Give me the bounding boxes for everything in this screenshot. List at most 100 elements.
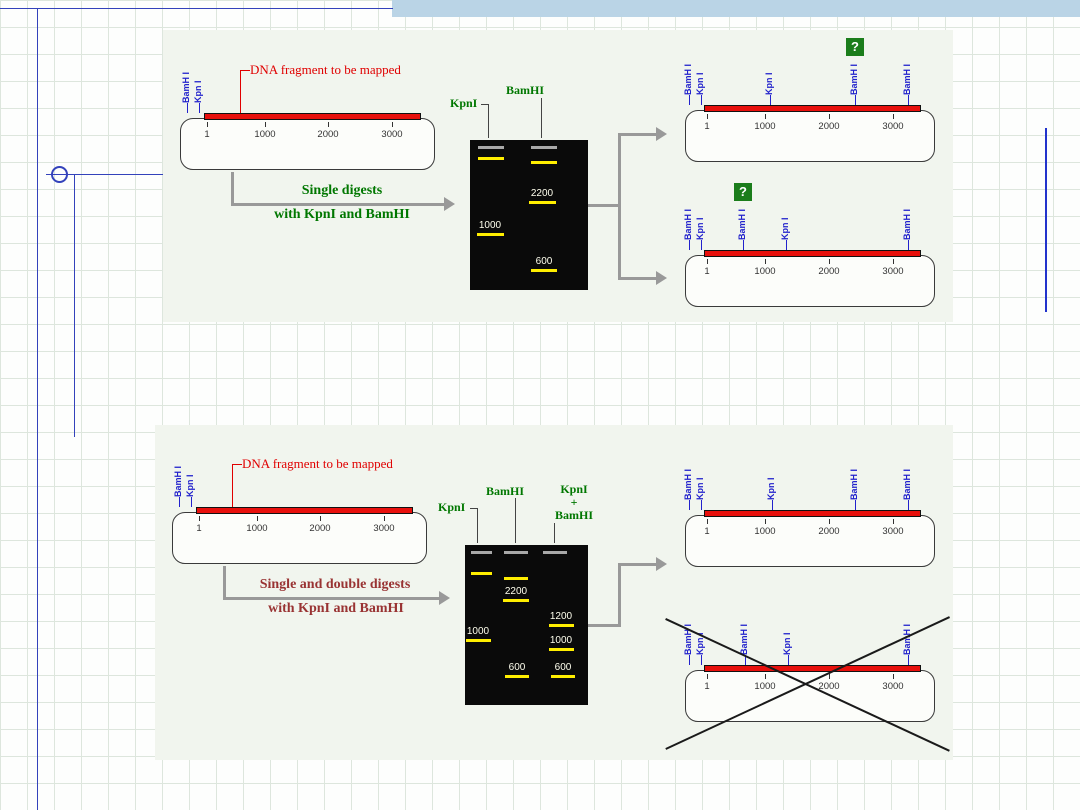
- digest-arrow-head: [444, 197, 455, 211]
- ruler-tick-label: 1000: [754, 121, 776, 132]
- enzyme-site-tick: [701, 240, 702, 250]
- restriction-map: [685, 255, 935, 307]
- ruler-tick: [765, 114, 766, 119]
- restriction-map: [180, 118, 435, 170]
- enzyme-site-tick: [689, 500, 690, 510]
- gel-band-size-label: 1000: [549, 635, 573, 646]
- ruler-tick-label: 3000: [882, 526, 904, 537]
- ruler-tick: [765, 519, 766, 524]
- dna-fragment-bar: [704, 665, 921, 672]
- enzyme-site-tick: [701, 95, 702, 105]
- enzyme-site-label: BamH I: [173, 465, 183, 497]
- gel-band-size-label: 1000: [466, 626, 490, 637]
- enzyme-site-tick: [689, 240, 690, 250]
- gel-photo: [470, 140, 588, 290]
- result-arrow-line: [618, 133, 656, 136]
- ruler-tick-label: 3000: [373, 523, 395, 534]
- gel-band-size-label: 1200: [549, 611, 573, 622]
- gel-band-size-label: 600: [508, 662, 526, 673]
- gel-band: [531, 269, 557, 272]
- enzyme-site-label: Kpn I: [695, 217, 705, 241]
- gel-band: [529, 201, 556, 204]
- gel-lane-pointer-line: [515, 498, 516, 543]
- ruler-tick: [257, 516, 258, 521]
- enzyme-site-tick: [191, 497, 192, 507]
- ruler-tick: [707, 674, 708, 679]
- gel-band: [531, 161, 557, 164]
- result-arrow-line: [618, 133, 621, 280]
- ruler-tick-label: 1000: [754, 681, 776, 692]
- gel-well: [531, 146, 557, 149]
- ruler-tick: [829, 114, 830, 119]
- digest-arrow-horizontal: [231, 203, 444, 206]
- ruler-tick: [893, 259, 894, 264]
- digest-arrow-vertical: [223, 566, 226, 599]
- restriction-map: [685, 670, 935, 722]
- enzyme-site-tick: [908, 240, 909, 250]
- ruler-tick-label: 1: [704, 266, 710, 277]
- gel-band-size-label: 2200: [504, 586, 528, 597]
- dna-fragment-bar: [204, 113, 421, 120]
- gel-well: [504, 551, 528, 554]
- enzyme-site-tick: [701, 655, 702, 665]
- dna-fragment-bar: [704, 250, 921, 257]
- gel-lane-pointer-elbow: [481, 104, 489, 105]
- ruler-tick-label: 1000: [754, 266, 776, 277]
- gel-lane-label: BamHI: [486, 484, 525, 498]
- ruler-tick: [829, 674, 830, 679]
- result-arrow-line: [588, 624, 618, 627]
- enzyme-site-label: BamH I: [683, 63, 693, 95]
- gel-well: [478, 146, 504, 149]
- template-top-line: [0, 8, 393, 9]
- gel-lane-label: BamHI: [506, 83, 545, 97]
- digest-arrow-vertical: [231, 172, 234, 205]
- dna-callout-line: [232, 464, 233, 507]
- ruler-tick: [328, 122, 329, 127]
- dna-callout-line: [240, 70, 241, 113]
- ruler-tick: [320, 516, 321, 521]
- result-arrow-head: [656, 271, 667, 285]
- restriction-map: [172, 512, 427, 564]
- ruler-tick: [392, 122, 393, 127]
- ruler-tick-label: 3000: [882, 266, 904, 277]
- ruler-tick-label: 1000: [246, 523, 268, 534]
- digest-caption-line1: Single and double digests: [259, 577, 411, 592]
- dna-callout-label: DNA fragment to be mapped: [250, 62, 401, 77]
- gel-band-size-label: 600: [554, 662, 572, 673]
- template-left-rule: [37, 8, 38, 810]
- enzyme-site-tick: [689, 655, 690, 665]
- gel-lane-label: KpnI: [450, 96, 478, 110]
- ruler-tick-label: 3000: [882, 681, 904, 692]
- dna-callout-corner: [232, 464, 242, 465]
- question-mark-badge: ?: [846, 38, 864, 56]
- ruler-tick: [829, 519, 830, 524]
- question-mark-badge: ?: [734, 183, 752, 201]
- result-arrow-line: [618, 277, 656, 280]
- ruler-tick-label: 1000: [754, 526, 776, 537]
- result-arrow-head: [656, 557, 667, 571]
- enzyme-site-label: Kpn I: [764, 72, 774, 96]
- enzyme-site-tick: [786, 240, 787, 250]
- enzyme-site-tick: [770, 95, 771, 105]
- ruler-tick-label: 2000: [317, 129, 339, 140]
- enzyme-site-label: Kpn I: [782, 632, 792, 656]
- gel-band: [503, 599, 529, 602]
- enzyme-site-tick: [908, 95, 909, 105]
- enzyme-site-label: BamH I: [902, 208, 912, 240]
- ruler-tick: [707, 519, 708, 524]
- result-arrow-line: [588, 204, 618, 207]
- ruler-tick: [893, 519, 894, 524]
- gel-band-size-label: 600: [535, 256, 553, 267]
- enzyme-site-label: Kpn I: [193, 80, 203, 104]
- result-arrow-head: [656, 127, 667, 141]
- enzyme-site-tick: [908, 655, 909, 665]
- ruler-tick-label: 3000: [882, 121, 904, 132]
- dna-fragment-bar: [704, 510, 921, 517]
- gel-band: [549, 624, 574, 627]
- enzyme-site-tick: [689, 95, 690, 105]
- dna-callout-label: DNA fragment to be mapped: [242, 456, 393, 471]
- result-arrow-line: [618, 563, 656, 566]
- ruler-tick: [265, 122, 266, 127]
- enzyme-site-tick: [745, 655, 746, 665]
